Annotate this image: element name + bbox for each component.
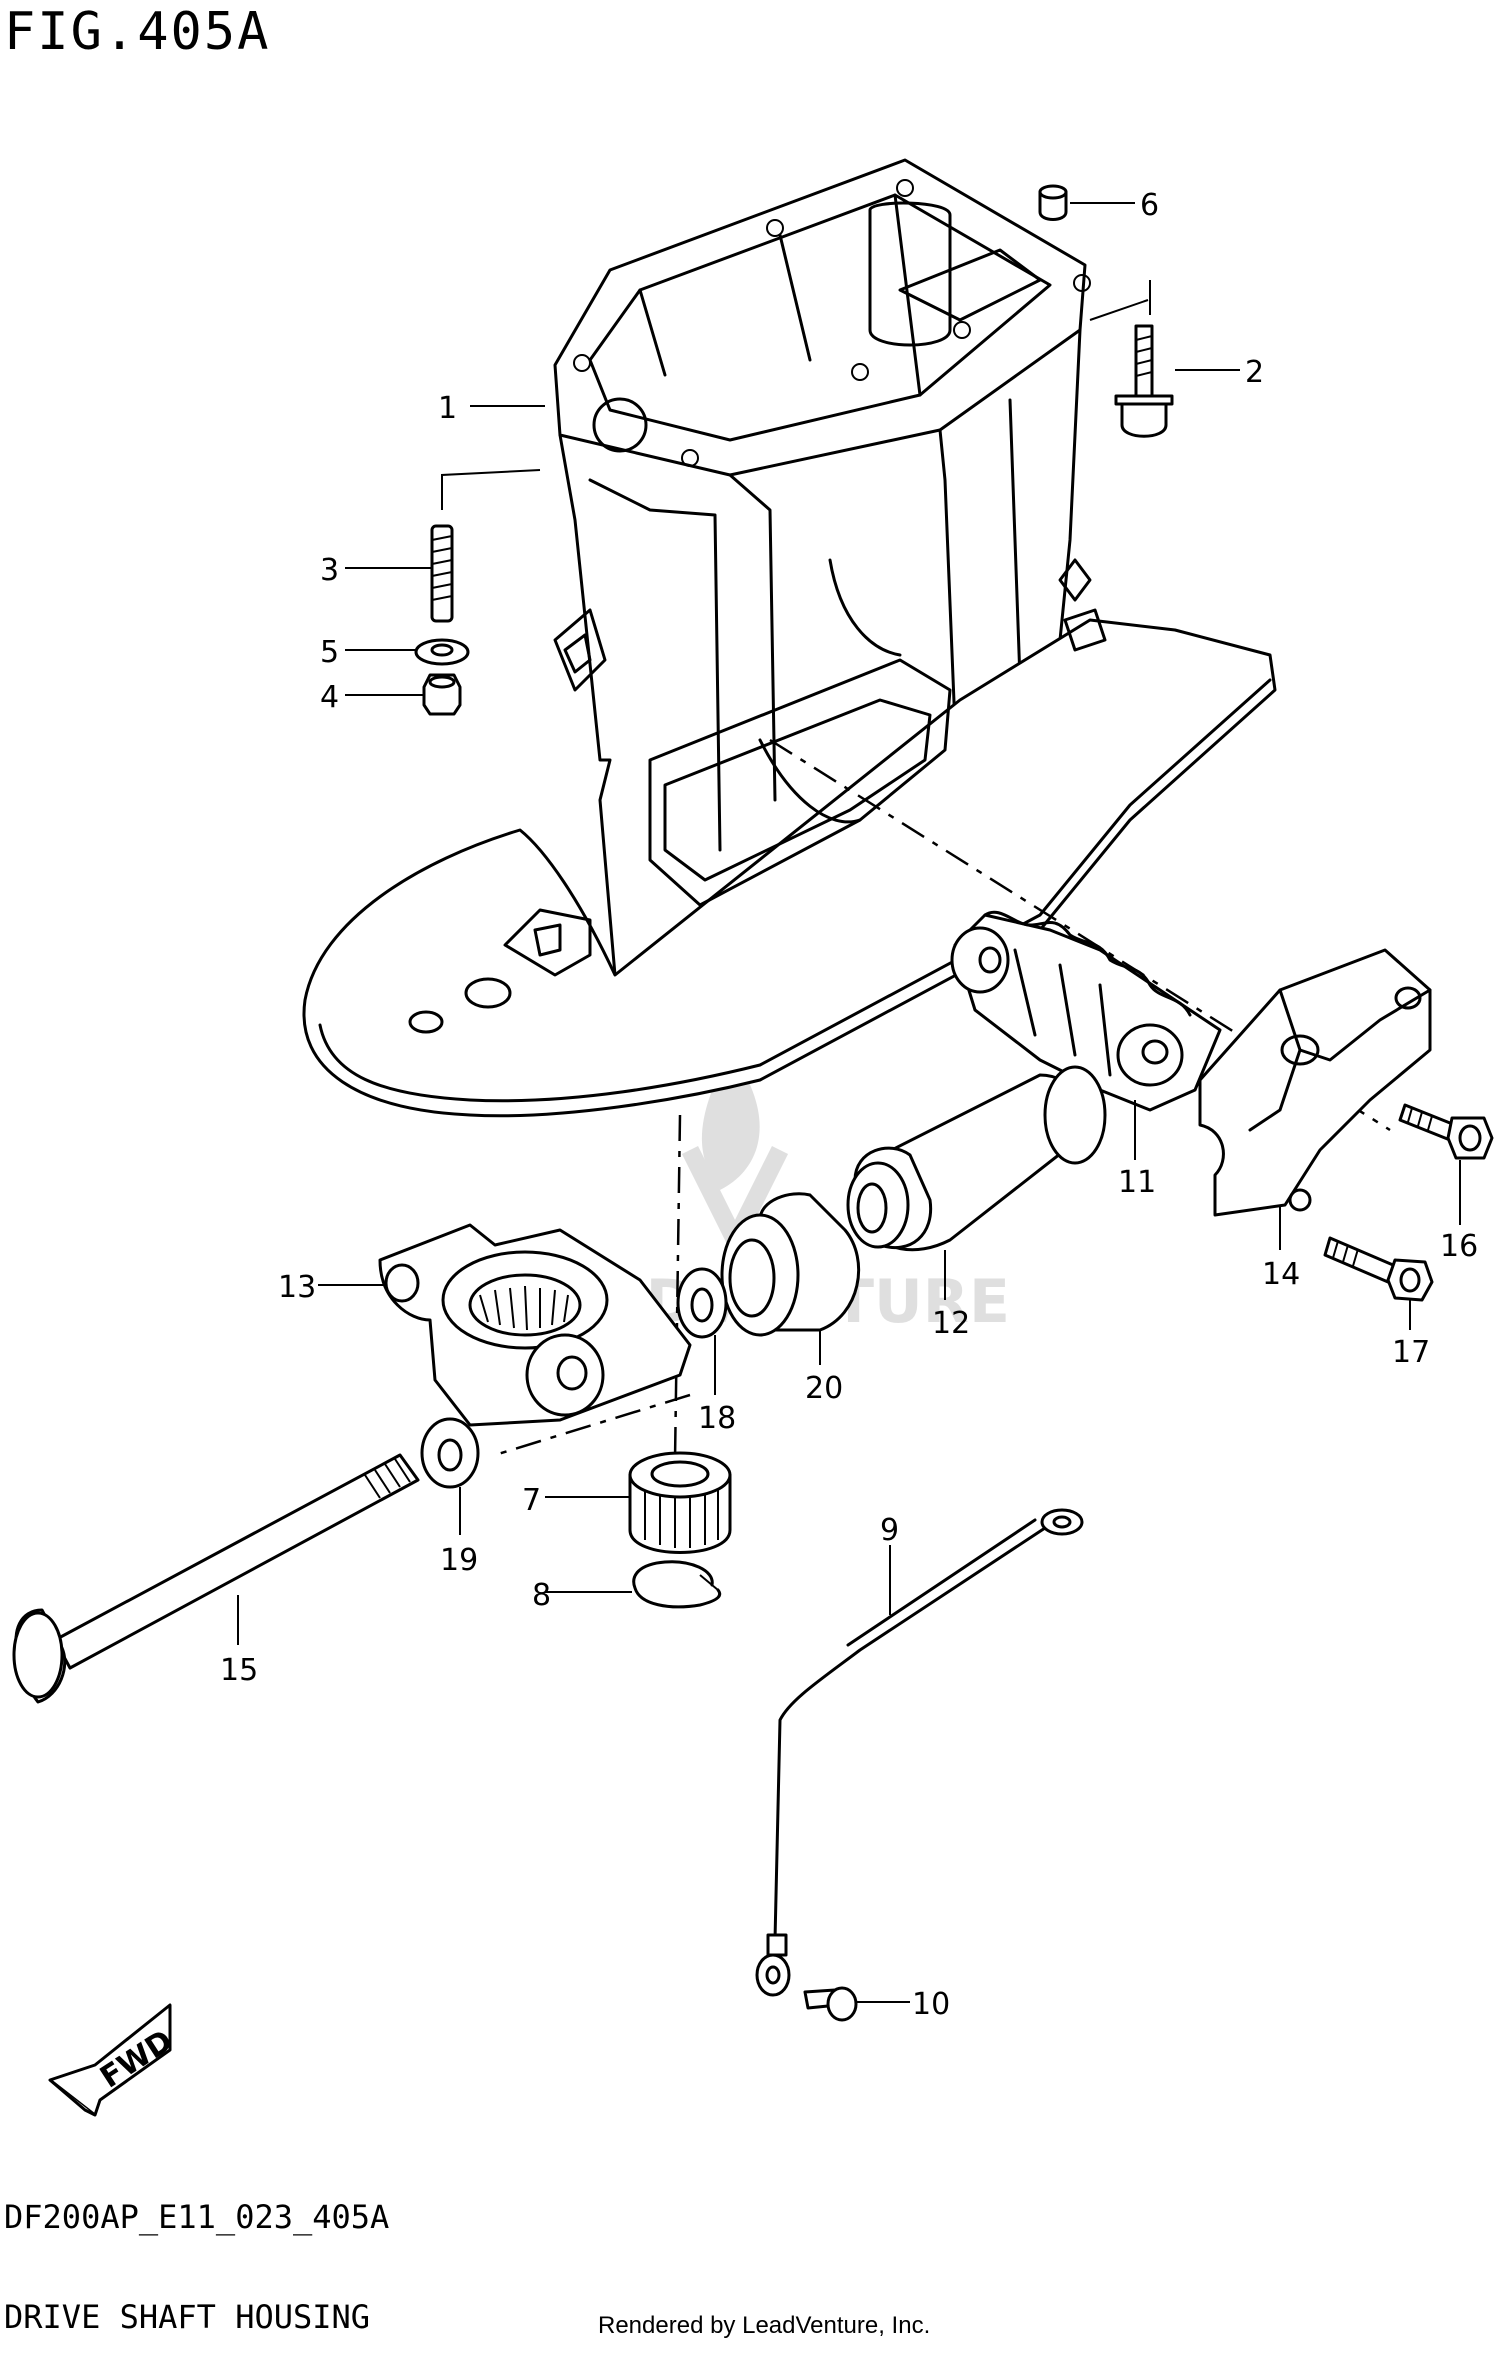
washer-5 — [414, 638, 470, 666]
callout-6: 6 — [1140, 188, 1159, 223]
mount-housing-14 — [1198, 948, 1432, 1217]
long-bolt-15 — [12, 1453, 420, 1704]
callout-16: 16 — [1440, 1229, 1478, 1264]
callout-15: 15 — [220, 1653, 258, 1688]
callout-3: 3 — [320, 553, 339, 588]
callout-8: 8 — [532, 1578, 551, 1613]
centerline — [494, 1393, 691, 1457]
callout-20: 20 — [805, 1371, 843, 1406]
callout-13: 13 — [278, 1270, 316, 1305]
callout-7: 7 — [522, 1483, 541, 1518]
fwd-arrow: FWD — [48, 2003, 179, 2117]
callout-2: 2 — [1245, 355, 1264, 390]
figure-code: DF200AP_E11_023_405A — [4, 2198, 390, 2236]
figure-name: DRIVE SHAFT HOUSING — [4, 2298, 371, 2336]
bolt-2 — [1114, 324, 1174, 438]
ground-wire-9 — [755, 1508, 1084, 1997]
render-credit: Rendered by LeadVenture, Inc. — [598, 2312, 931, 2339]
drive-shaft-housing — [302, 158, 1277, 1118]
callout-12: 12 — [932, 1306, 970, 1341]
mount-cover-11 — [950, 910, 1222, 1112]
callout-10: 10 — [912, 1987, 950, 2022]
stud-3 — [430, 524, 454, 623]
callout-9: 9 — [880, 1513, 899, 1548]
bolt-16 — [1398, 1103, 1494, 1160]
centerline — [673, 1114, 682, 1461]
screw-10 — [803, 1986, 858, 2022]
nut-4 — [422, 673, 462, 716]
seal-20 — [720, 1192, 861, 1337]
bolt-17 — [1323, 1236, 1434, 1302]
callout-14: 14 — [1262, 1257, 1300, 1292]
callout-1: 1 — [438, 391, 457, 426]
figure-title: FIG.405A — [4, 2, 271, 62]
washer-19 — [420, 1417, 480, 1489]
callout-11: 11 — [1118, 1165, 1156, 1200]
mount-rubber-12 — [846, 1065, 1107, 1252]
callout-17: 17 — [1392, 1335, 1430, 1370]
dowel-pin — [1038, 184, 1068, 221]
callout-19: 19 — [440, 1543, 478, 1578]
circlip-8 — [632, 1560, 722, 1609]
bushing-7 — [628, 1451, 732, 1554]
callouts: 1 2 3 4 5 6 7 8 9 10 11 12 13 14 15 16 1… — [220, 188, 1478, 2022]
callout-18: 18 — [698, 1401, 736, 1436]
mount-bracket-13 — [378, 1223, 692, 1427]
callout-5: 5 — [320, 635, 339, 670]
washer-18 — [676, 1267, 728, 1339]
leader-lines — [237, 202, 1461, 2003]
callout-4: 4 — [320, 680, 339, 715]
